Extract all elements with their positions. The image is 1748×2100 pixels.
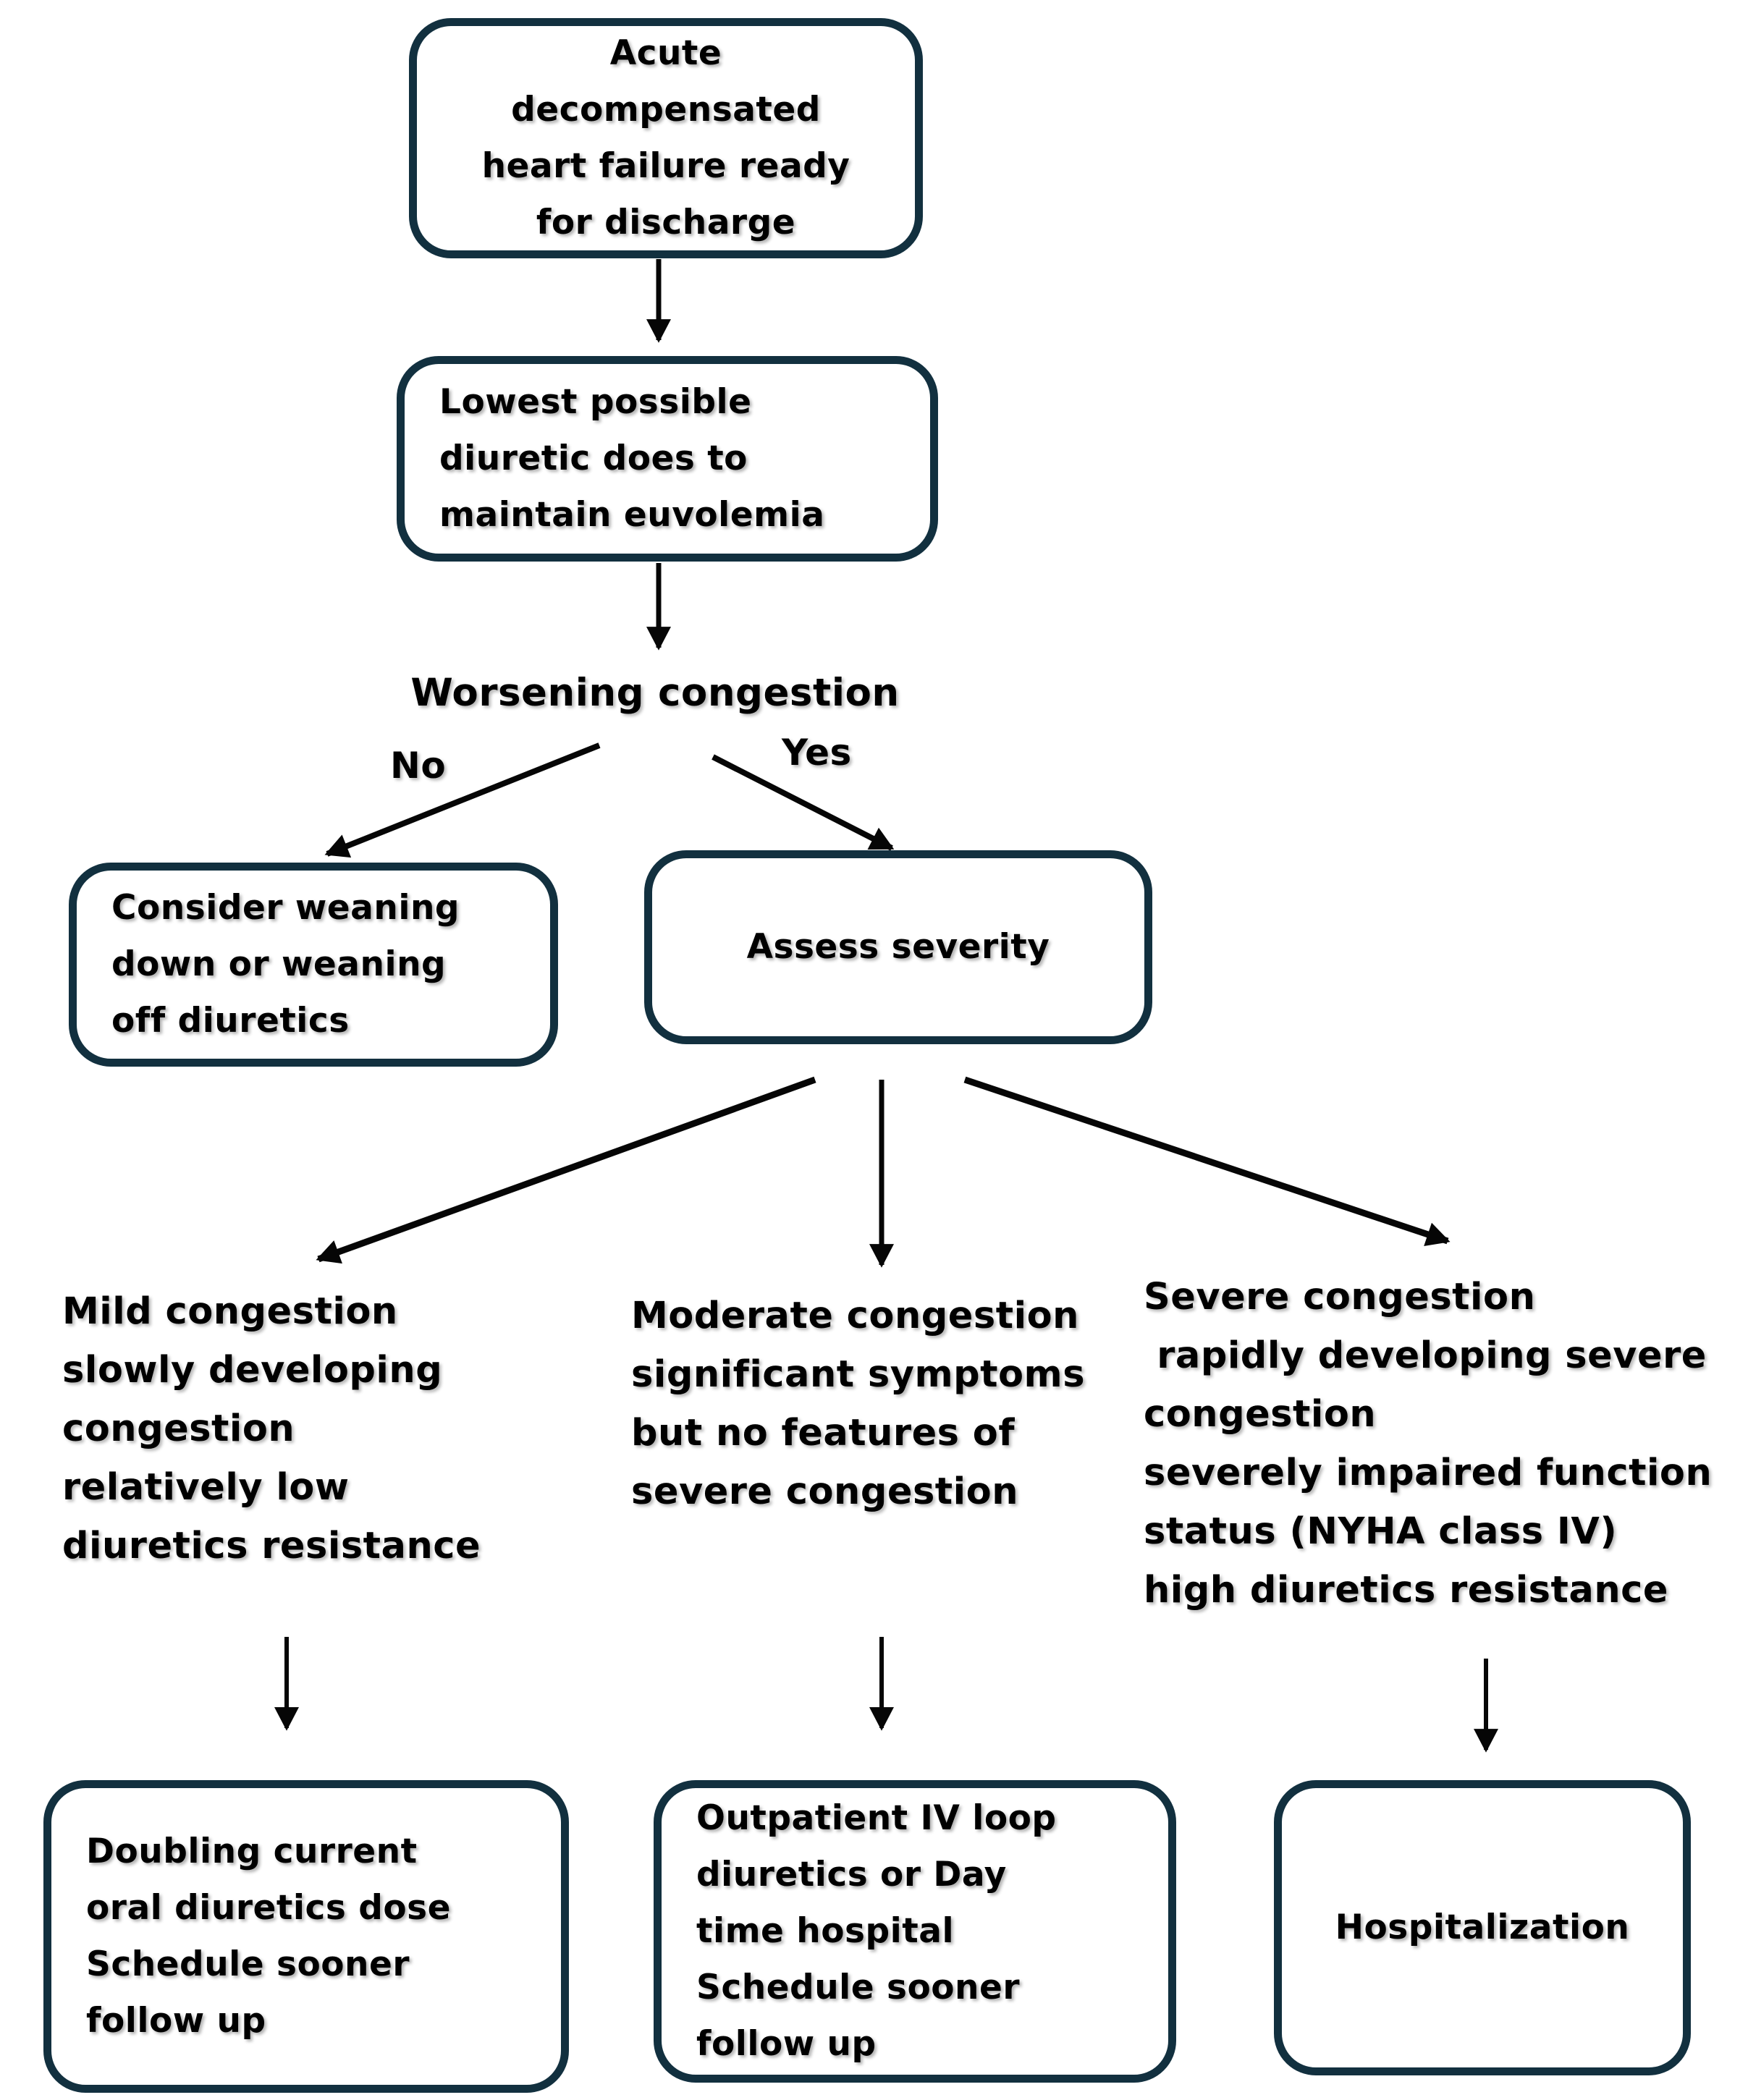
decision-worsening-congestion: Worsening congestion	[410, 671, 900, 715]
arrow-yes-branch	[712, 754, 895, 851]
node-consider-weaning-diuretics-label: Consider weaning down or weaning off diu…	[111, 888, 460, 1041]
node-assess-severity-label: Assess severity	[746, 927, 1050, 967]
edge-label-no: No	[390, 745, 447, 787]
node-assess-severity: Assess severity	[644, 850, 1152, 1044]
arrow-assess-to-mild	[316, 1076, 816, 1264]
text-moderate-congestion: Moderate congestion significant symptoms…	[631, 1295, 1086, 1513]
node-lowest-possible-diuretic-dose: Lowest possible diuretic does to maintai…	[397, 356, 938, 562]
arrow-assess-to-severe	[963, 1076, 1451, 1246]
text-mild-congestion: Mild congestion slowly developing conges…	[62, 1290, 481, 1567]
node-consider-weaning-diuretics: Consider weaning down or weaning off diu…	[69, 863, 558, 1067]
node-hospitalization: Hospitalization	[1274, 1780, 1691, 2075]
node-adhf-ready-for-discharge: Acute decompensated heart failure ready …	[409, 18, 923, 258]
node-doubling-oral-diuretics: Doubling current oral diuretics dose Sch…	[43, 1780, 569, 2093]
node-hospitalization-label: Hospitalization	[1335, 1908, 1630, 1947]
node-outpatient-iv-loop-diuretics-label: Outpatient IV loop diuretics or Day time…	[696, 1798, 1057, 2064]
arrow-no-branch	[324, 742, 601, 858]
node-adhf-ready-for-discharge-label: Acute decompensated heart failure ready …	[481, 33, 850, 242]
text-severe-congestion: Severe congestion rapidly developing sev…	[1144, 1276, 1713, 1612]
node-outpatient-iv-loop-diuretics: Outpatient IV loop diuretics or Day time…	[654, 1780, 1176, 2083]
edge-label-yes: Yes	[782, 732, 852, 774]
node-doubling-oral-diuretics-label: Doubling current oral diuretics dose Sch…	[86, 1832, 451, 2041]
node-lowest-possible-diuretic-dose-label: Lowest possible diuretic does to maintai…	[439, 382, 825, 535]
